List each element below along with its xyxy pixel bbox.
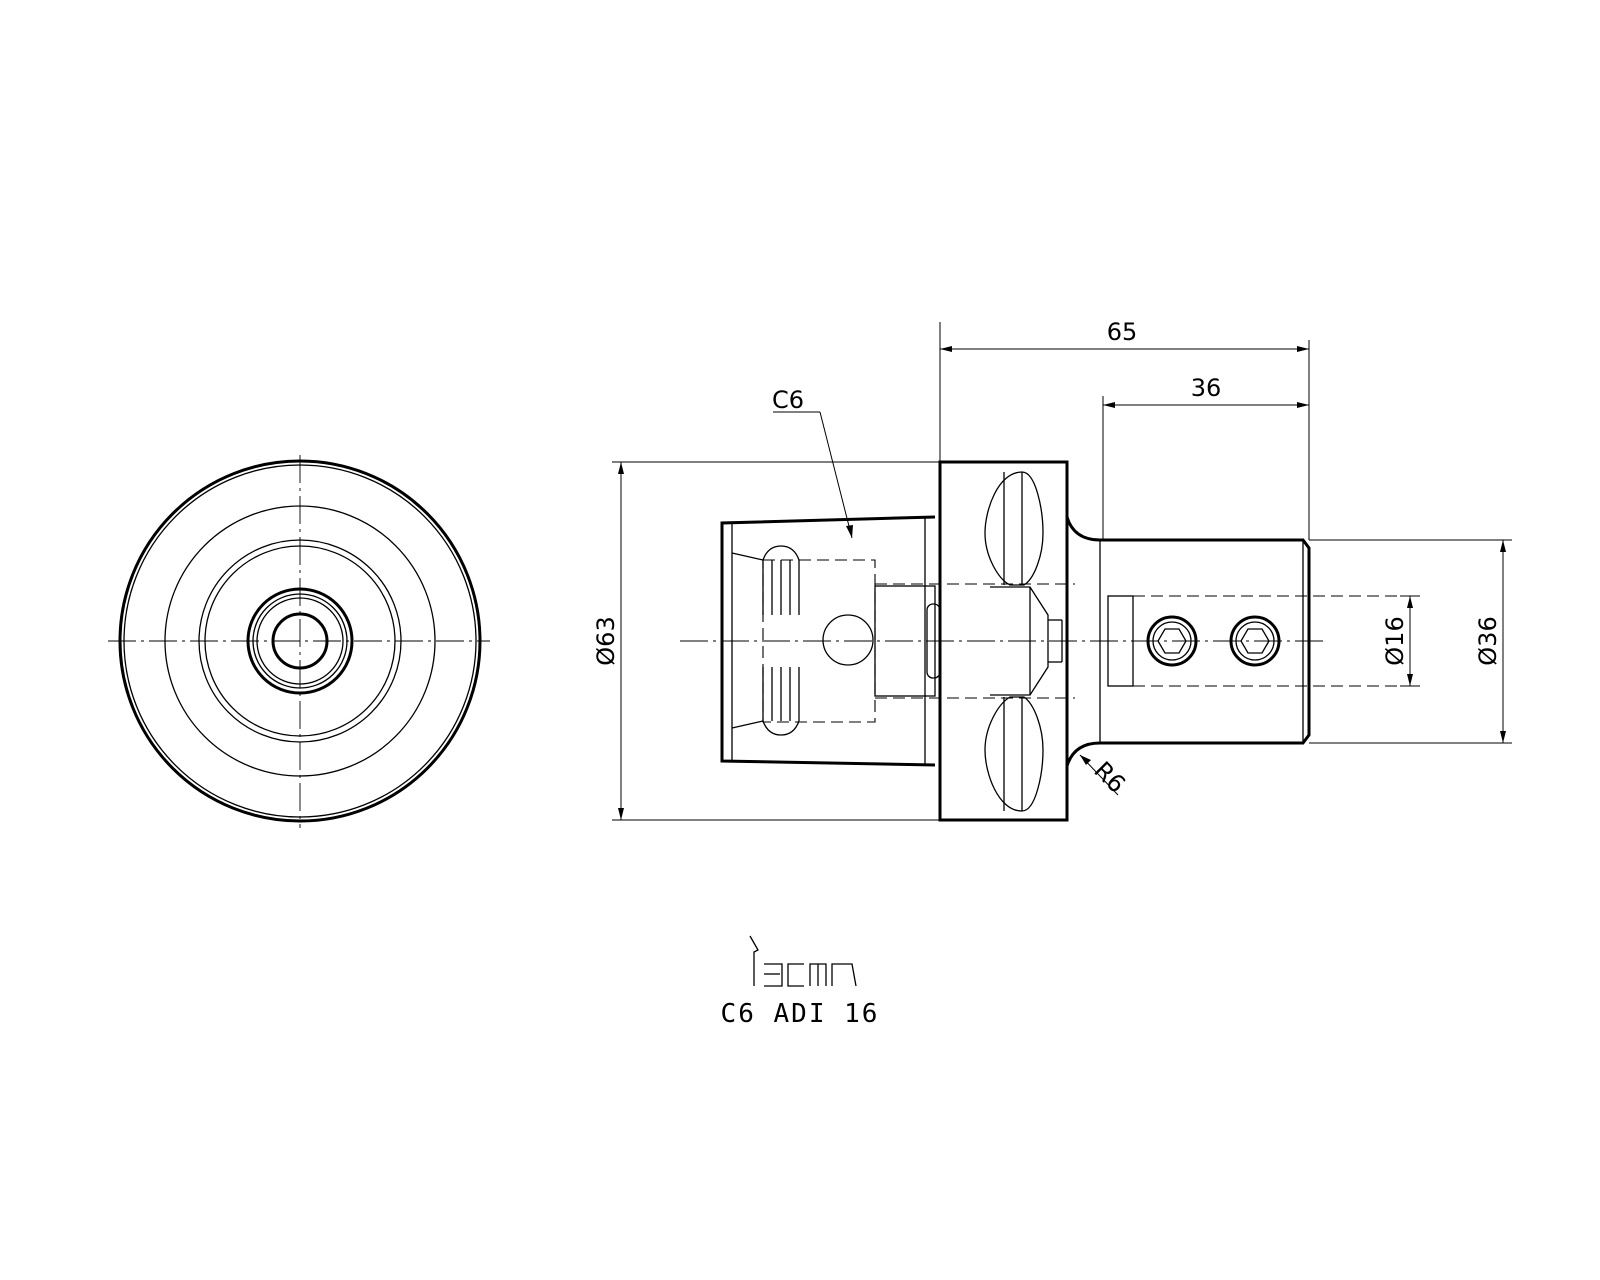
coupling-body-outline	[720, 515, 936, 767]
dim-dia63-text: Ø63	[592, 616, 620, 665]
end-view-shoulder-circle	[164, 505, 436, 777]
coupling-cross-hole	[822, 614, 874, 666]
c6-leader-arrow	[846, 525, 853, 538]
set-screw-1	[1146, 615, 1198, 667]
flange-recess	[926, 603, 941, 679]
dim-36-arrow-left	[1103, 402, 1115, 408]
coupling-pilot	[874, 585, 936, 697]
coupling-taper-line-bottom	[731, 720, 764, 729]
dim-r6-text: R6	[1088, 756, 1130, 798]
shank-bore-insert	[1107, 595, 1134, 687]
dimensions: 65 36 Ø63 Ø36 Ø16 R6 C6	[592, 318, 1512, 821]
end-view-flange-inner-circle	[123, 464, 477, 818]
end-view-bore-outer-circle	[246, 587, 354, 695]
dim-dia36-arrow-top	[1500, 540, 1506, 552]
dim-dia36-text: Ø36	[1474, 616, 1502, 665]
dim-r6-arrow	[1080, 755, 1091, 765]
coupling-ball-groove-top	[762, 545, 800, 615]
dim-65-text: 65	[1107, 318, 1138, 346]
end-view-shank-outer-circle	[198, 539, 402, 743]
dim-dia16-text: Ø16	[1381, 616, 1409, 665]
end-view-bore-ring-1	[252, 593, 348, 689]
dim-dia16-arrow-bottom	[1407, 674, 1413, 686]
flange-screw	[990, 586, 1049, 696]
iscar-logo	[749, 935, 857, 987]
dim-65-arrow-left	[940, 346, 952, 352]
coupling-ball-groove-bottom	[762, 667, 800, 736]
dim-dia63-arrow-bottom	[618, 808, 624, 820]
coupling-hidden-cavity	[762, 559, 876, 723]
dim-dia63-arrow-top	[618, 462, 624, 474]
title-block: C6 ADI 16	[721, 935, 880, 1029]
c6-label: C6	[772, 386, 804, 414]
dim-36-text: 36	[1191, 374, 1222, 402]
flange-key-slot-bottom	[984, 696, 1044, 812]
dim-dia36-arrow-bottom	[1500, 731, 1506, 743]
part-designation: C6 ADI 16	[721, 999, 880, 1029]
side-view	[680, 460, 1410, 822]
c6-leader	[819, 411, 853, 539]
coupling-taper-line-top	[731, 552, 764, 561]
end-view	[108, 455, 490, 828]
dim-36-arrow-right	[1297, 402, 1309, 408]
dim-65-arrow-right	[1297, 346, 1309, 352]
end-view-bore-inner-circle	[271, 612, 329, 670]
dim-dia16-arrow-top	[1407, 596, 1413, 608]
end-view-bore-ring-2	[256, 597, 344, 685]
set-screw-2	[1229, 615, 1281, 667]
end-view-flange-outer-circle	[118, 459, 482, 823]
end-view-shank-inner-circle	[204, 545, 396, 737]
flange-key-slot-top	[984, 471, 1044, 586]
shank-outline	[1065, 516, 1311, 767]
